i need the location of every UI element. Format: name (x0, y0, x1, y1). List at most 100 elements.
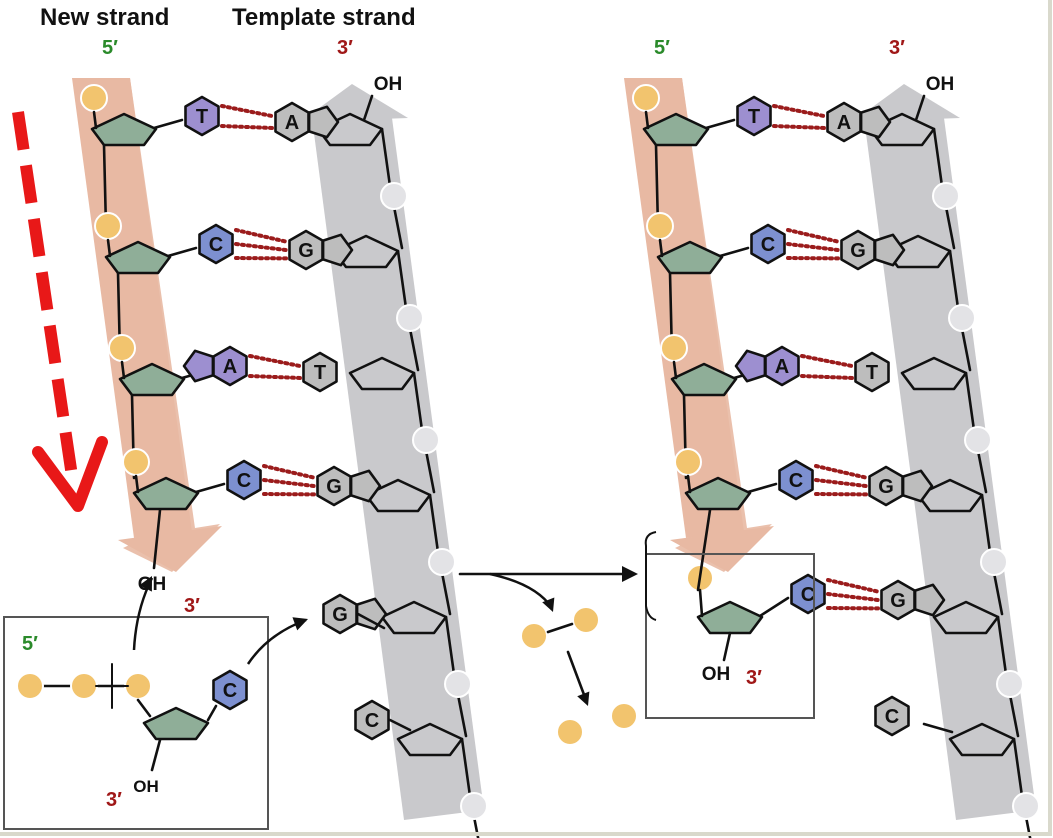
right-panel-new-strand-band (624, 78, 744, 538)
right-panel-bracket (644, 531, 657, 621)
left-panel-template-phosphate-5 (460, 792, 488, 820)
left-panel-new-base-0-letter: T (196, 106, 208, 128)
right-panel-template-phosphate-3 (980, 548, 1008, 576)
left-panel-hbond-1-0 (234, 228, 288, 244)
left-panel-template-band (312, 118, 484, 820)
left-panel-new-base-2 (212, 345, 248, 387)
right-panel-template-base-2 (854, 351, 890, 393)
left-panel-new-5prime: 5′ (102, 37, 118, 59)
left-panel-hbond-2-0 (248, 354, 302, 368)
right-panel-new-link-3 (686, 474, 692, 494)
incoming-sugar-link (136, 698, 152, 718)
incoming-5prime: 5′ (22, 633, 38, 655)
left-panel-new-base-0 (184, 95, 220, 137)
left-panel-new-base-3-letter: C (237, 470, 251, 492)
right-panel-new-glyco-3 (746, 482, 778, 494)
released-pyrophosphate-bond (546, 622, 574, 634)
right-panel-new-base-4-letter: C (801, 584, 815, 606)
right-panel-hbond-3-1 (814, 478, 868, 488)
left-panel-template-unpaired-base-1 (354, 699, 390, 741)
right-panel-new-base-2-letter: A (775, 356, 789, 378)
left-panel-hbond-0-1 (220, 124, 274, 130)
template-strand-header: Template strand (232, 4, 416, 31)
right-panel-template-sugar-4 (932, 600, 1000, 635)
left-panel-template-base-2-letter: T (314, 362, 326, 384)
right-panel-hbond-2-1 (800, 374, 854, 380)
released-phosphate-0 (520, 622, 548, 650)
incoming-phosphate-beta (70, 672, 98, 700)
left-panel-new-link-3 (134, 474, 140, 494)
right-panel-new-base-3-letter: C (789, 470, 803, 492)
left-panel-template-link-a-4 (444, 615, 456, 676)
right-panel-new-3oh-bond (722, 631, 732, 662)
left-panel-template-base-1-letter: G (298, 240, 314, 262)
left-panel-template-phosphate-0 (380, 182, 408, 210)
left-panel-template-base-3-letter: G (326, 476, 342, 498)
left-panel-template-link-a-0 (380, 127, 392, 188)
left-panel-new-sugar-0 (90, 112, 158, 147)
right-panel-new-5prime: 5′ (654, 37, 670, 59)
right-panel-hbond-0-0 (772, 104, 826, 118)
right-panel-hbond-3-0 (814, 464, 868, 480)
left-panel-template-sugar-3 (364, 478, 432, 513)
right-panel-new-down-3 (696, 508, 712, 592)
free-phosphate-0 (556, 718, 584, 746)
right-panel-new-phosphate-2 (660, 334, 688, 362)
right-panel-template-3prime: 3′ (889, 37, 905, 59)
left-panel-new-link-2 (120, 360, 126, 380)
right-panel-hbond-0-1 (772, 124, 826, 130)
right-panel-new-base-0 (736, 95, 772, 137)
left-panel-new-oh: OH (138, 574, 167, 595)
right-panel-template-base-2-letter: T (866, 362, 878, 384)
right-panel-template-unpaired-base (874, 695, 910, 737)
left-panel-hbond-2-1 (248, 374, 302, 380)
left-panel-new-glyco-3 (194, 482, 226, 494)
right-panel-template-phosphate-2 (964, 426, 992, 454)
left-panel-new-sugar-1 (104, 240, 172, 275)
left-panel-template-base-2 (302, 351, 338, 393)
left-panel-template-link-a-5 (460, 737, 472, 798)
right-panel-template-link-a-0 (932, 127, 944, 188)
right-panel-new-3prime: 3′ (746, 667, 762, 689)
left-panel-template-unpaired-base-0-letter: G (332, 604, 348, 626)
incoming-oh: OH (133, 777, 159, 796)
direction-arrow-head (32, 436, 108, 512)
left-panel-new-sugar-2 (118, 362, 186, 397)
right-panel-new-link-1 (658, 238, 664, 258)
right-panel-template-base-0 (826, 101, 862, 143)
released-phosphate-1 (572, 606, 600, 634)
left-panel-template-link-a-1 (396, 249, 408, 310)
left-panel-template-unpaired-glyco-1 (388, 718, 412, 732)
left-panel-hbond-0-0 (220, 104, 274, 118)
left-panel-template-sugar-2 (348, 356, 416, 391)
right-panel-new-glyco-1 (718, 246, 750, 258)
right-panel-hbond-4-0 (826, 578, 880, 594)
left-panel-new-phosphate-0 (80, 84, 108, 112)
free-phosphate-1 (610, 702, 638, 730)
left-panel-new-phosphate-3 (122, 448, 150, 476)
right-panel-template-sugar-5 (948, 722, 1016, 757)
incoming-sugar (142, 706, 210, 741)
new-strand-header: New strand (40, 4, 170, 31)
left-panel-template-base-1 (288, 229, 324, 271)
left-panel-template-link-a-2 (412, 371, 424, 432)
left-panel-template-unpaired-base-1-letter: C (365, 710, 379, 732)
left-panel-template-unpaired-glyco-0 (356, 612, 386, 630)
left-panel-new-base-1 (198, 223, 234, 265)
left-panel-template-unpaired-base-0 (322, 593, 358, 635)
left-panel-template-3prime: 3′ (337, 37, 353, 59)
right-panel-template-sugar-0 (868, 112, 936, 147)
left-panel-template-sugar-0 (316, 112, 384, 147)
right-panel-template-unpaired-glyco (922, 722, 954, 734)
right-panel-new-sugar-0 (642, 112, 710, 147)
pyrophosphate-branch-arrow (489, 572, 554, 609)
right-panel-new-base-2 (764, 345, 800, 387)
right-panel-new-phosphate-3 (674, 448, 702, 476)
left-panel-new-base-1-letter: C (209, 234, 223, 256)
left-panel-template-oh-bond (362, 94, 374, 122)
left-panel-template-phosphate-4 (444, 670, 472, 698)
hydrolysis-arrow-shaft (566, 650, 588, 702)
hydrolysis-arrow-head (577, 691, 590, 706)
right-panel-hbond-1-0 (786, 228, 840, 244)
right-panel-new-base-4 (790, 573, 826, 615)
